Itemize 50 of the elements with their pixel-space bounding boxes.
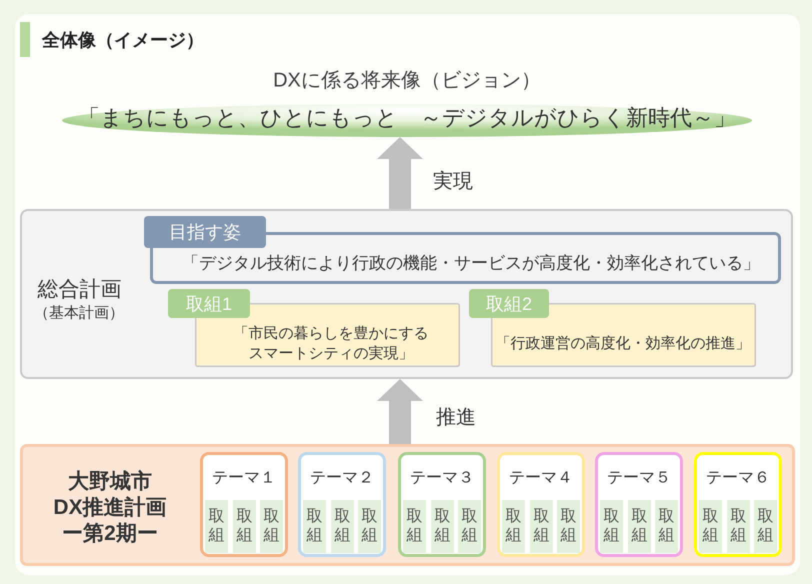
plan-panel bbox=[20, 209, 793, 379]
panel-heading: 総合計画 bbox=[38, 277, 122, 303]
banner-heading: DXに係る将来像（ビジョン） bbox=[273, 68, 541, 94]
goal-box bbox=[144, 216, 781, 284]
plan-title: 大野城市DX推進計画ー第2期ー bbox=[53, 469, 167, 547]
vision-banner bbox=[62, 67, 752, 137]
action-cell: 取組 bbox=[699, 500, 722, 553]
block-arrow bbox=[377, 137, 423, 209]
action-cell: 取組 bbox=[233, 500, 256, 553]
action-cell: 取組 bbox=[754, 500, 777, 553]
tab-heading: 取組2 bbox=[486, 292, 532, 316]
action-cell: 取組 bbox=[260, 500, 283, 553]
action-cell: 取組 bbox=[628, 500, 651, 553]
action-cell: 取組 bbox=[331, 500, 354, 553]
plan-box bbox=[20, 444, 795, 566]
action-cell: 取組 bbox=[600, 500, 623, 553]
panel-subheading: （基本計画） bbox=[34, 304, 124, 322]
action-cell: 取組 bbox=[727, 500, 750, 553]
theme-box bbox=[398, 452, 486, 557]
theme-title: テーマ３ bbox=[410, 468, 474, 488]
theme-title: テーマ５ bbox=[607, 468, 671, 488]
action-cell: 取組 bbox=[403, 500, 426, 553]
action-cell: 取組 bbox=[458, 500, 481, 553]
initiative-text: 「行政運営の高度化・効率化の推進」 bbox=[496, 334, 750, 354]
theme-box bbox=[595, 452, 683, 557]
action-cell: 取組 bbox=[557, 500, 580, 553]
initiative-text: 「市民の暮らしを豊かにするスマートシティの実現」 bbox=[232, 324, 430, 364]
initiative-box bbox=[168, 289, 460, 368]
tab-heading: 目指す姿 bbox=[169, 221, 241, 244]
theme-box bbox=[497, 452, 585, 557]
page-title: 全体像（イメージ） bbox=[42, 29, 204, 52]
action-cell: 取組 bbox=[303, 500, 326, 553]
initiative-box bbox=[469, 289, 757, 368]
action-cell: 取組 bbox=[655, 500, 678, 553]
theme-title: テーマ２ bbox=[310, 468, 374, 488]
theme-title: テーマ４ bbox=[509, 468, 573, 488]
theme-box bbox=[200, 452, 288, 557]
action-cell: 取組 bbox=[530, 500, 553, 553]
tab-heading: 取組1 bbox=[186, 292, 232, 316]
action-cell: 取組 bbox=[431, 500, 454, 553]
action-cell: 取組 bbox=[205, 500, 228, 553]
action-cell: 取組 bbox=[358, 500, 381, 553]
action-cell: 取組 bbox=[502, 500, 525, 553]
vision-slogan: 「まちにもっと、ひとにもっと ～デジタルがひらく新時代～」 bbox=[78, 104, 736, 132]
theme-title: テーマ６ bbox=[706, 468, 770, 488]
theme-box bbox=[298, 452, 386, 557]
goal-statement: 「デジタル技術により行政の機能・サービスが高度化・効率化されている」 bbox=[182, 252, 760, 274]
theme-title: テーマ１ bbox=[212, 468, 276, 488]
block-arrow bbox=[377, 379, 423, 444]
theme-box bbox=[694, 452, 782, 557]
